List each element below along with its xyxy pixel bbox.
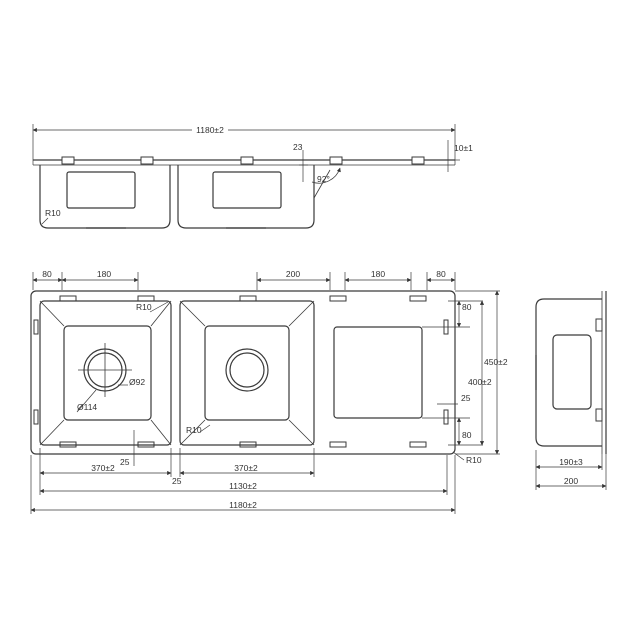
bowl-left bbox=[39, 300, 172, 446]
mounting-clip bbox=[411, 156, 425, 165]
bowl-right-corner bbox=[288, 300, 315, 327]
bowl-right-corner bbox=[179, 300, 206, 327]
plan-corner-radius-label: R10 bbox=[466, 455, 482, 465]
leader-line bbox=[452, 451, 465, 461]
bowl-right bbox=[179, 300, 315, 446]
bowl2-width-label: 370±2 bbox=[234, 463, 258, 473]
mounting-clip bbox=[239, 295, 257, 302]
bowl-left-corner bbox=[150, 419, 172, 446]
mounting-clip bbox=[33, 319, 39, 335]
bowl-left-profile bbox=[39, 165, 171, 229]
side-overall-depth-label: 200 bbox=[564, 476, 578, 486]
mounting-clip bbox=[409, 295, 427, 302]
label-bg bbox=[192, 124, 228, 135]
bowl-right-corner bbox=[288, 419, 315, 446]
waste-outer-dia-label: Ø114 bbox=[77, 402, 97, 412]
bowl-right-window bbox=[212, 171, 282, 209]
bowl-right-base bbox=[204, 325, 290, 421]
bowl-radius-top-label: R10 bbox=[136, 302, 152, 312]
top-margin-label: 80 bbox=[462, 302, 472, 312]
drainer-offset-label: 200 bbox=[286, 269, 300, 279]
bottom-margin-label: 80 bbox=[462, 430, 472, 440]
inner-depth-label: 400±2 bbox=[468, 377, 492, 387]
mounting-clip bbox=[595, 318, 603, 332]
bowl-left-window bbox=[66, 171, 136, 209]
mounting-clip bbox=[33, 409, 39, 425]
flange-depth-label: 23 bbox=[293, 142, 303, 152]
drainer-recess-label: 180 bbox=[371, 269, 385, 279]
bowl-right-profile bbox=[177, 165, 315, 229]
plan-overall-width-label: 1180±2 bbox=[229, 500, 257, 510]
right-margin-label: 80 bbox=[436, 269, 446, 279]
mounting-clip bbox=[59, 295, 77, 302]
mounting-clip bbox=[240, 156, 254, 165]
mounting-clip bbox=[329, 295, 347, 302]
overall-width-label: 1180±2 bbox=[196, 125, 224, 135]
side-elevation-view: 190±3 200 bbox=[535, 291, 607, 490]
waste-inner-circle bbox=[229, 352, 265, 388]
leader-line bbox=[199, 424, 211, 433]
side-window bbox=[552, 334, 592, 410]
front-elevation-view: 1180±2 R10 92° 23 bbox=[32, 124, 473, 229]
waste-outer-circle bbox=[225, 348, 269, 392]
bowl-radius-bottom-label: R10 bbox=[186, 425, 202, 435]
flange-thickness-label: 10±1 bbox=[454, 143, 473, 153]
corner-radius-label: R10 bbox=[45, 208, 61, 218]
waste-inner-dia-label: Ø92 bbox=[129, 377, 145, 387]
bowl-left-corner bbox=[150, 300, 172, 327]
bowl-left-corner bbox=[39, 300, 65, 327]
leader-line bbox=[149, 301, 169, 313]
mounting-clip bbox=[409, 441, 427, 448]
drainer-slope-line bbox=[313, 169, 331, 199]
mounting-clip bbox=[329, 156, 343, 165]
inner-width-label: 1130±2 bbox=[229, 481, 257, 491]
centre-gap-label: 25 bbox=[172, 476, 182, 486]
bowl-left-base bbox=[63, 325, 152, 421]
mounting-clip bbox=[137, 295, 155, 302]
mounting-clip bbox=[443, 409, 449, 425]
mounting-clip bbox=[595, 408, 603, 422]
sink-outline bbox=[30, 290, 456, 455]
bowl-right-corner bbox=[179, 419, 206, 446]
drain-angle-label: 92° bbox=[317, 174, 330, 184]
side-gap-label: 25 bbox=[461, 393, 471, 403]
left-margin-label: 80 bbox=[42, 269, 52, 279]
plan-overall-depth-label: 450±2 bbox=[484, 357, 508, 367]
bowl-left-corner bbox=[39, 419, 65, 446]
plan-view: 80 180 200 180 80 bbox=[30, 269, 508, 514]
mounting-clip bbox=[329, 441, 347, 448]
bowl-side-profile bbox=[535, 298, 602, 447]
mounting-clip bbox=[61, 156, 75, 165]
angle-arc bbox=[311, 167, 341, 184]
mounting-clip bbox=[140, 156, 154, 165]
bowl-depth-label: 190±3 bbox=[559, 457, 583, 467]
bowl-offset-label: 180 bbox=[97, 269, 111, 279]
leader-line bbox=[41, 217, 49, 225]
bowl-gap-label: 25 bbox=[120, 457, 130, 467]
leader-line bbox=[76, 389, 97, 413]
drainer-recess bbox=[333, 326, 423, 419]
bowl1-width-label: 370±2 bbox=[91, 463, 115, 473]
